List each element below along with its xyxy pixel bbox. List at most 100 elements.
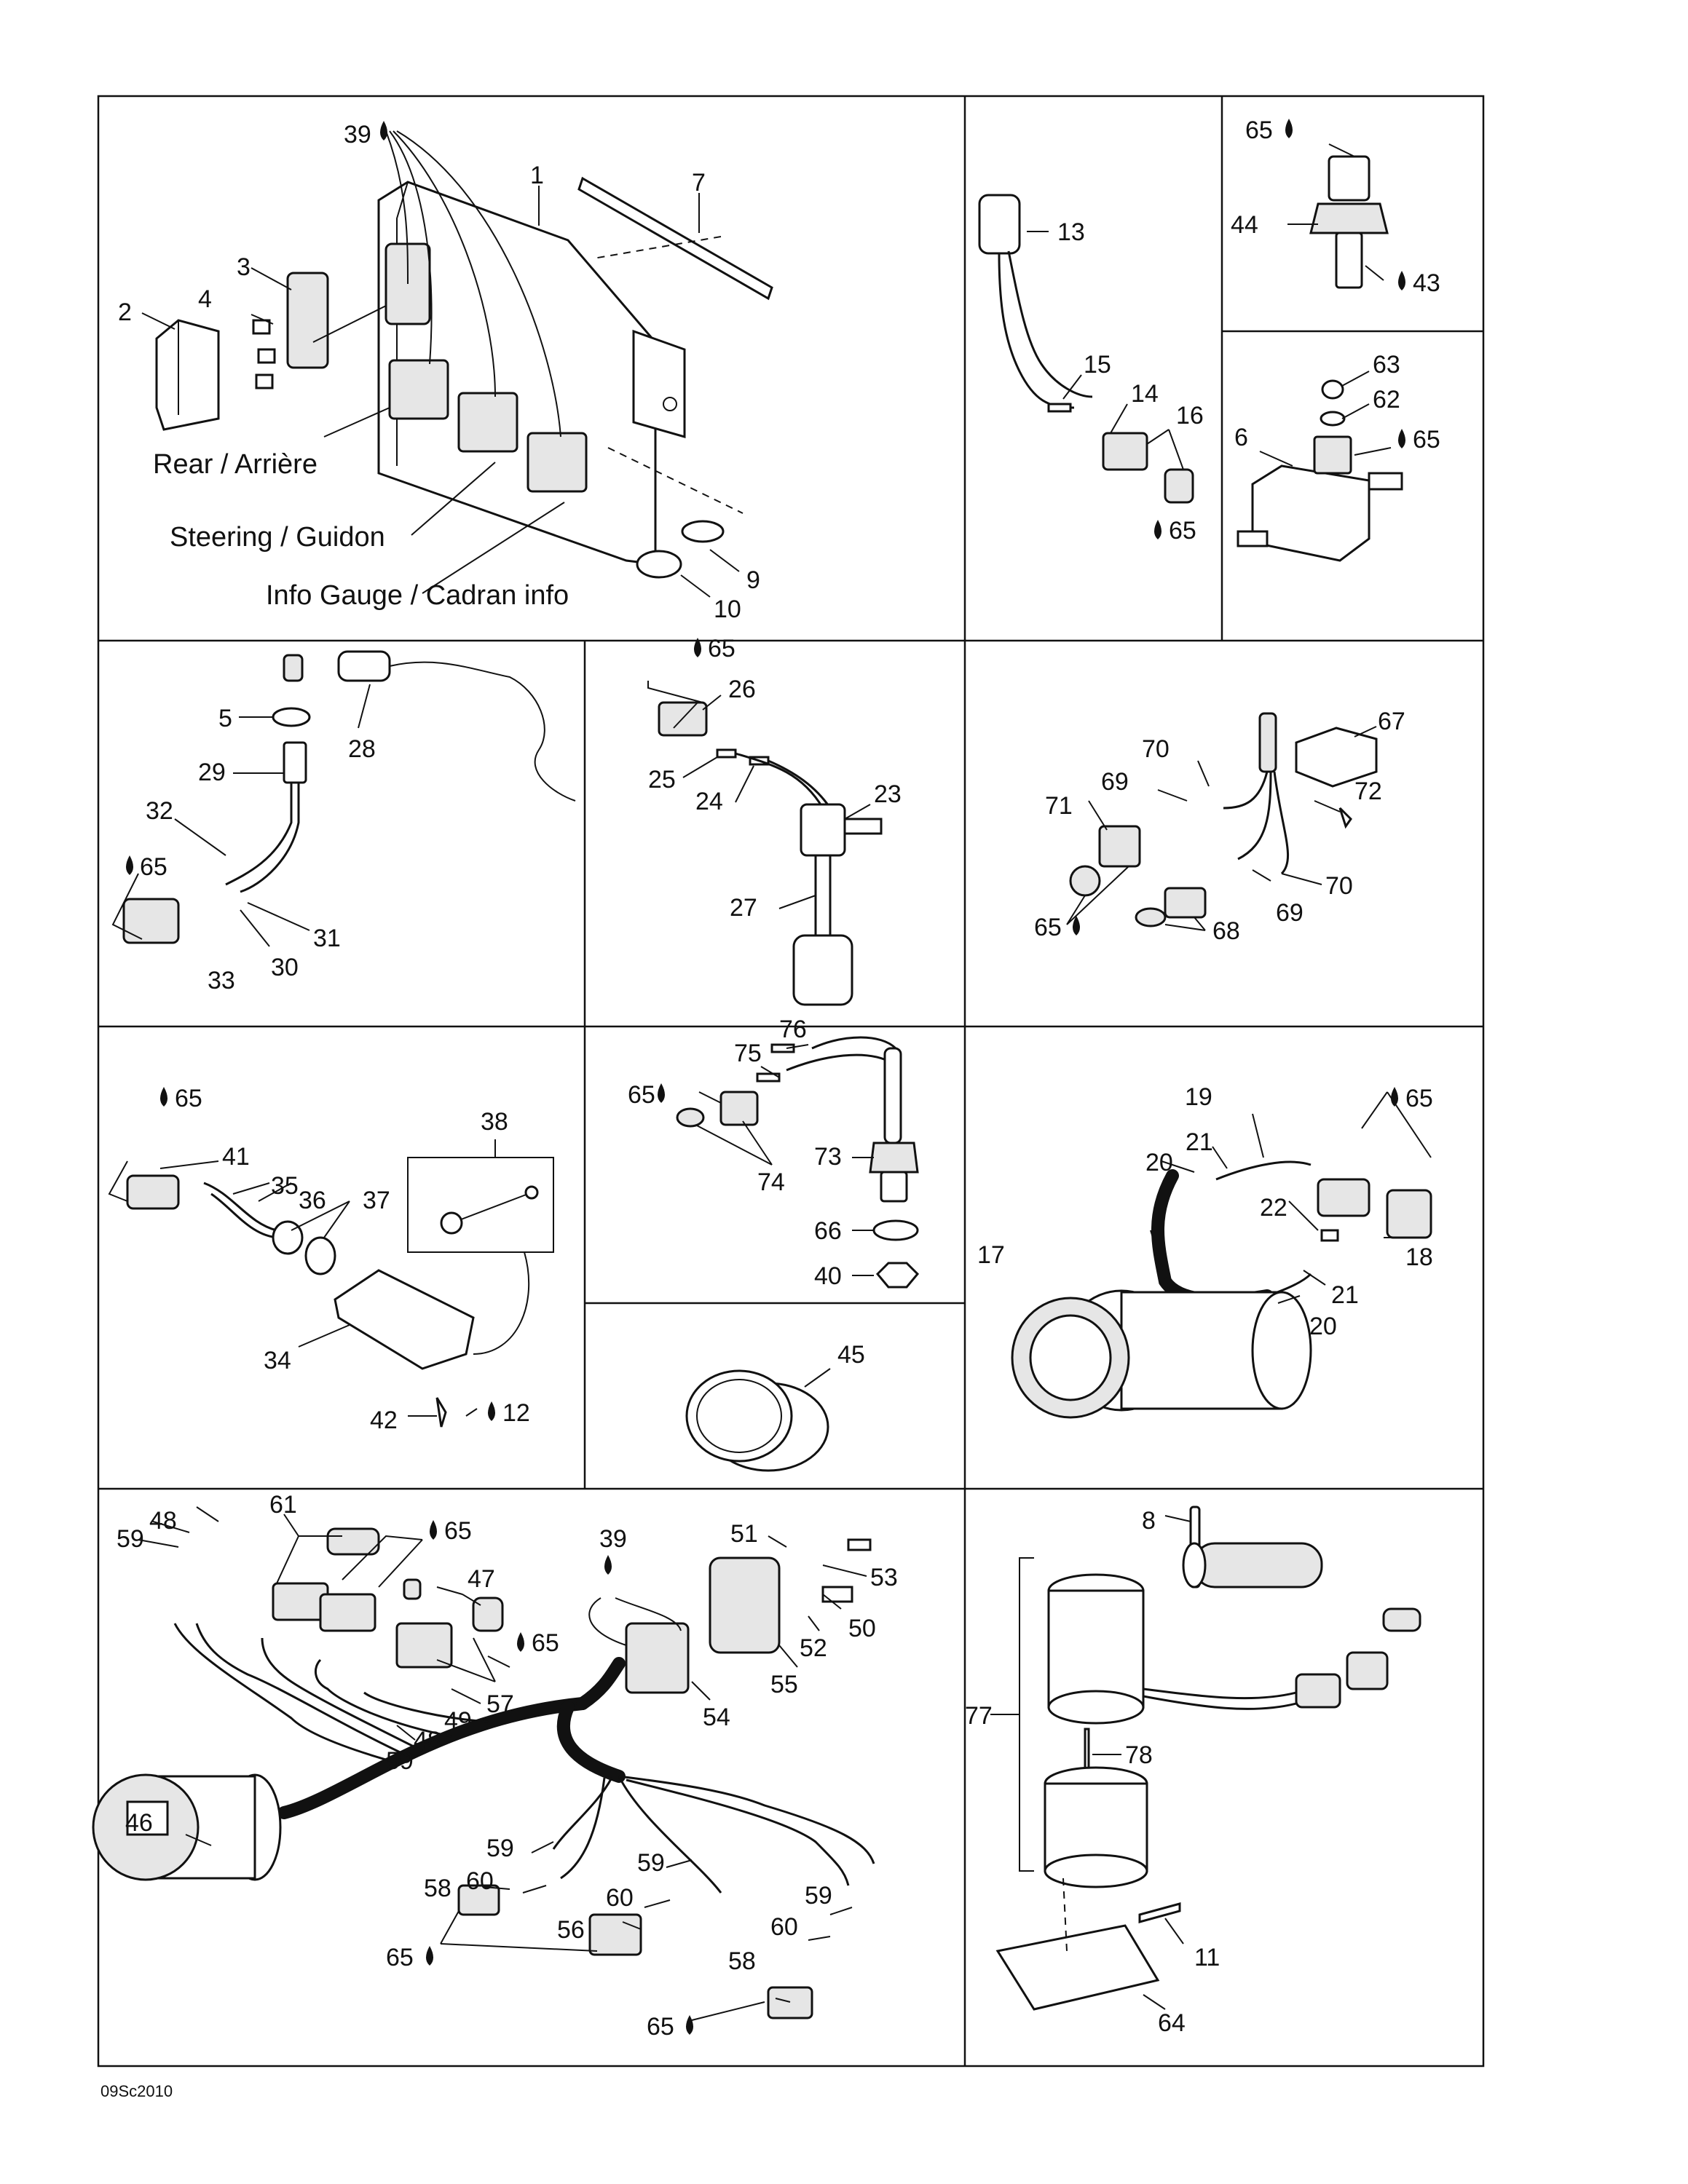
callout: 3 (237, 253, 251, 281)
callout: 43 (1413, 269, 1440, 297)
panel-sensor-13-callouts: 13 15 14 16 65 (1057, 218, 1204, 545)
callout: 32 (146, 797, 173, 825)
callout: 28 (348, 735, 376, 763)
connector-rear (388, 359, 449, 420)
callout: 46 (125, 1809, 153, 1837)
connector-18 (1386, 1189, 1432, 1239)
callout: 60 (606, 1884, 634, 1912)
callout: 23 (874, 780, 902, 808)
connector-14 (1102, 432, 1148, 471)
connector-57 (395, 1622, 453, 1669)
coil-cord (389, 661, 576, 802)
connector-56 (588, 1913, 642, 1956)
callout: 60 (466, 1867, 494, 1895)
pin-78 (1084, 1728, 1090, 1770)
oil-drop-icon (488, 1401, 495, 1421)
panel-regulator-67-callouts: 67 70 69 71 72 70 69 65 68 (1034, 708, 1405, 945)
panel-sensor-44 (1287, 143, 1389, 289)
tether-cap (283, 654, 304, 682)
callout: 30 (271, 954, 299, 981)
callout: 65 (386, 1944, 414, 1971)
callout: 42 (370, 1406, 398, 1434)
level-sensor-port (843, 818, 883, 835)
panel-valve-6 (1237, 371, 1403, 562)
callout: 64 (1158, 2009, 1186, 2037)
connector-58a (457, 1884, 500, 1916)
washer-66 (872, 1219, 919, 1241)
connector-41 (126, 1174, 180, 1210)
callout: 65 (647, 2013, 674, 2041)
oil-drop-icon (1398, 429, 1405, 448)
callout: 65 (708, 635, 735, 662)
callout: 44 (1231, 211, 1258, 239)
callout: 19 (1185, 1083, 1212, 1111)
connector-33 (122, 898, 180, 944)
relay (155, 319, 220, 431)
callout: 25 (648, 766, 676, 794)
panel-main-harness (92, 1506, 875, 2021)
connector-61b (319, 1593, 376, 1632)
panel-temp-sensor-73 (676, 1036, 920, 1289)
seal-47 (403, 1578, 422, 1600)
panel-control-module (141, 130, 773, 598)
panel-speed-sensor (990, 1506, 1421, 2011)
callout: 2 (118, 298, 132, 326)
oil-drop-icon (380, 121, 387, 141)
callout: 59 (486, 1835, 514, 1862)
nut-37 (272, 1220, 304, 1255)
oil-drop-icon (658, 1083, 665, 1103)
kit-38-frame (407, 1157, 554, 1253)
terminal (716, 748, 737, 759)
callout: 49 (444, 1707, 472, 1735)
callout: 62 (1373, 386, 1400, 414)
callout: 36 (299, 1187, 326, 1214)
seal-16 (1164, 468, 1194, 504)
pin-22 (1320, 1229, 1339, 1242)
callout: 76 (779, 1016, 807, 1043)
callout: 48 (149, 1507, 177, 1535)
fuse-b (257, 348, 276, 364)
panel-sensor-13 (978, 194, 1194, 504)
sensor-73-hex (869, 1142, 919, 1174)
callout: 17 (977, 1241, 1005, 1269)
callout: 21 (1186, 1128, 1213, 1156)
callout: 65 (628, 1081, 655, 1109)
panel-tether (111, 650, 576, 947)
oil-drop-icon (160, 1087, 167, 1107)
panel-valve-6-callouts: 63 62 6 65 (1234, 351, 1440, 454)
connector (1346, 1651, 1389, 1690)
callout: 12 (502, 1399, 530, 1427)
label-rear: Rear / Arrière (153, 449, 318, 480)
callout: 65 (1405, 1085, 1433, 1112)
callout: 71 (1045, 792, 1073, 820)
washer (681, 520, 725, 543)
oil-drop-icon (426, 1946, 433, 1966)
callout: 22 (1260, 1194, 1287, 1222)
callout: 60 (770, 1913, 798, 1941)
callout: 41 (222, 1143, 250, 1171)
callout: 27 (730, 894, 757, 922)
panel-level-sensor (647, 681, 883, 1006)
connector-74 (719, 1091, 759, 1126)
callout: 21 (1331, 1281, 1359, 1309)
callout: 52 (800, 1634, 827, 1662)
callout: 61 (269, 1491, 297, 1519)
callout: 54 (703, 1704, 730, 1731)
connector-54 (625, 1622, 690, 1694)
panel-lanyard-switch (108, 1139, 554, 1428)
callout: 24 (695, 788, 723, 815)
fuse-cover (286, 272, 329, 369)
panel-ring-45: 45 (685, 1341, 865, 1472)
connector-58b (767, 1986, 813, 2019)
sensor-44-hex (1309, 202, 1389, 234)
terminal (770, 1043, 795, 1053)
callout: 48 (414, 1727, 441, 1754)
panel-frames (97, 95, 1485, 2068)
callout: 53 (870, 1564, 898, 1591)
regulator-67-body (1295, 727, 1378, 788)
callout: 6 (1234, 424, 1248, 451)
panel-main-harness-callouts: 61 48 59 65 47 65 57 49 48 59 39 51 53 5… (117, 1491, 898, 2041)
callout: 58 (424, 1875, 451, 1902)
callout: 34 (264, 1347, 291, 1374)
